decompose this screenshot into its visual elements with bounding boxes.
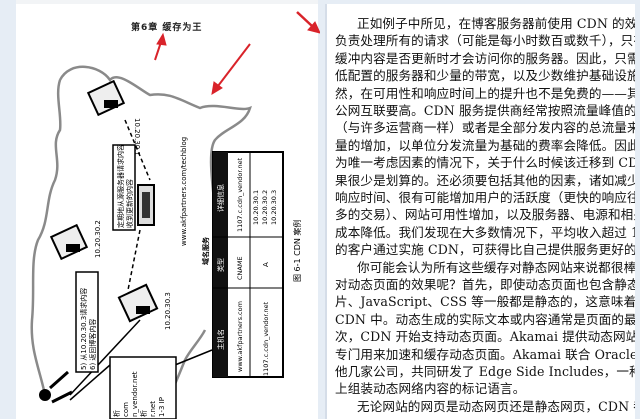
body-text-line: 负责处理所有的请求（可能是每小时数百或数千），只有当需要查询 [335, 33, 635, 49]
dns-step: 析 [112, 410, 121, 417]
body-text-line: 正如例子中所见，在博客服务器前使用 CDN 的效果是，CDN [357, 16, 635, 31]
dns-step: n_vendor.net [131, 371, 139, 417]
arrow [69, 319, 141, 396]
red-arrow-icon [296, 11, 320, 34]
body-text-line: 无论网站的网页是动态网页还是静态网页，CDN 都是 [357, 398, 635, 414]
table-cell-ip3: 10.20.30.3 [270, 190, 278, 225]
body-text-line: 的客户通过实施 CDN，可获得比自己提供服务更好的效果。 [335, 242, 635, 258]
origin-server-icon [137, 184, 155, 226]
table-cell-ip2: 10.20.30.2 [261, 190, 269, 225]
figure-caption: 图 6-1 CDN 案例 [292, 220, 302, 282]
table-cell: 1107.c.cdn_vendor.net [262, 301, 270, 376]
body-text-line: 专门用来加速和缓存动态页面。Akamai 联合 Oracle、Vignette … [335, 346, 635, 362]
origin-note-box [112, 144, 136, 231]
url-label: www.akfpartners.com/techblog [180, 137, 188, 246]
server-ip-3: 10.20.30.3 [164, 292, 172, 330]
arrow [69, 364, 111, 401]
dns-step: 析 [139, 410, 148, 417]
body-text-line: 果很少是划算的。还必须要包括其他的因素，诸如减少最终用户的 [335, 172, 635, 188]
dns-step: com [122, 402, 130, 417]
server-icon-3 [117, 283, 159, 323]
body-text-line: 低配置的服务器和少量的带宽，以及少数维护基础设施的人员。当 [335, 68, 635, 84]
body-text-line: 他几家公司，共同研发了 Edge Side Includes，一种用在边缘服务器 [335, 364, 635, 379]
body-text-line: （与许多运营商一样）或者是全部分发内容的总流量来计价。随着流 [335, 120, 635, 136]
body-text-line: 量的增加，以单位分发流量为基础的费率会降低。因此，在以成本 [335, 137, 635, 153]
dns-step: r.net [149, 401, 157, 417]
table-cell-ip1: 10.20.30.1 [252, 190, 260, 225]
client-step-6: 6) 返回博客内容 [88, 319, 97, 370]
server-icon-1 [86, 79, 126, 117]
body-text-line: 你可能会认为所有这些缓存对静态网站来说都很棒，但是 [357, 259, 635, 275]
dns-table [212, 151, 284, 378]
cdn-figure: 10.20.30.1 10.20.30.2 10.20.30.3 定期地从源服务… [30, 11, 320, 419]
server-ip-2: 10.20.30.2 [94, 220, 102, 258]
arrow [174, 349, 213, 366]
body-text-line: 响应时间、很有可能增加用户的活跃度（更快的响应往往会带来更 [335, 190, 635, 205]
user-icon [39, 370, 73, 404]
server-ip-1: 10.20.30.1 [133, 118, 141, 156]
body-text-line: 然，在可用性和响应时间上的提升也不是免费的——其成本通常比 [335, 85, 635, 101]
table-cell: CNAME [236, 256, 244, 280]
red-arrow-icon [211, 43, 251, 95]
body-text-line: 上组装动态网络内容的标记语言。 [335, 381, 526, 397]
right-book-page: 正如例子中所见，在博客服务器前使用 CDN 的效果是，CDN 负责处理所有的请求（… [325, 4, 635, 419]
red-arrow-icon [154, 32, 167, 61]
table-cell: 1107.c.cdn_vendor.net [236, 157, 244, 232]
body-text-line: 片、JavaScript、CSS 等一般都是静态的，这意味着它们可以缓存在 [335, 294, 635, 310]
body-text-line: 对动态页面的效果呢？首先，即使动态页面也包含静态内容。图 [335, 277, 635, 292]
dns-steps-box [109, 356, 177, 419]
client-step-5: 5) 从10.20.30.3请求内容 [79, 288, 88, 370]
body-text-line: 成本降低。我们发现在大多数情况下，平均收入超过 1000 万美元 [335, 224, 635, 240]
server-icon-2 [49, 223, 89, 261]
chapter-header: 第6章 缓存为王 [131, 23, 203, 33]
body-text-line: 为唯一考虑因素的情况下，关于什么时候该迁移到 CDN 的分析结 [335, 155, 635, 171]
table-header-type: 类型 [216, 258, 225, 272]
table-cell: A [262, 262, 270, 267]
body-text-line: 缓冲内容是否更新时才会访问你的服务器。因此，只需要购买少量 [335, 50, 635, 66]
table-header-detail: 详细信息 [216, 184, 225, 212]
table-header-host: 主机名 [216, 329, 225, 350]
body-text-line: 公网互联要高。CDN 服务提供商经常按照流量峰值的第 95 百分位 [335, 103, 635, 118]
origin-note-2: 收到更新的内容 [125, 179, 134, 228]
body-text-line: 多的交易）、网站可用性增加，以及服务器、电源和相关基础设施 [335, 207, 635, 223]
dns-label: 域名服务 [201, 236, 210, 265]
dns-step: 1-3 IP [158, 397, 166, 417]
dashed-arrow [124, 119, 151, 181]
dashed-arrow [127, 229, 141, 291]
body-text-line: CDN 中。动态生成的实际文本或内容通常是页面的最小部分。其 [335, 311, 635, 327]
body-text-line: 次，CDN 开始支持动态页面。Akamai 提供动态网站加速服务[1]， [335, 329, 635, 345]
client-steps-box [75, 271, 99, 373]
table-cell: www.akfpartners.com [236, 301, 244, 372]
origin-note-1: 定期地从源服务器请求内容 [116, 144, 125, 228]
